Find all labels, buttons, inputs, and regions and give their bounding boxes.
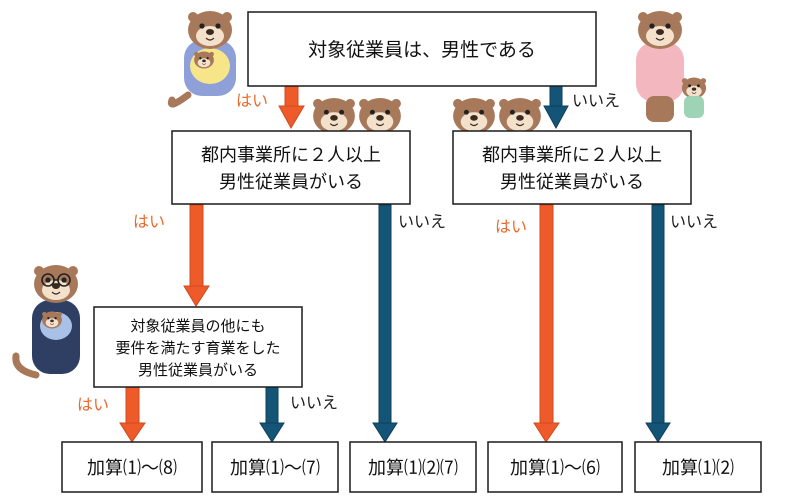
outcome-3-label: 加算⑴⑵⑺: [368, 458, 458, 479]
label-no-other: いいえ: [290, 393, 338, 412]
yes-arrow-root-to-left: [278, 85, 305, 130]
decision-right-check-line-1: 都内事業所に２人以上: [482, 145, 662, 166]
decision-other-check-line-1: 対象従業員の他にも: [130, 317, 265, 335]
outcome-2: 加算⑴〜⑺: [211, 441, 339, 493]
otter-mascot-mother-with-child-icon: [636, 10, 707, 122]
outcome-2-label: 加算⑴〜⑺: [230, 458, 320, 479]
no-arrow-right-to-outcome-5: [645, 204, 671, 443]
decision-root: 対象従業員は、男性である: [247, 11, 597, 87]
outcome-1-label: 加算⑴〜⑻: [87, 458, 177, 479]
otter-mascot-pair-icon: [312, 97, 402, 135]
outcome-5: 加算⑴⑵: [634, 441, 762, 493]
no-arrow-root-to-right: [543, 85, 569, 130]
otter-mascot-pair-icon: [452, 97, 542, 135]
yes-arrow-right-to-outcome-4: [533, 204, 560, 443]
decision-other-check-line-3: 男性従業員がいる: [138, 361, 258, 379]
outcome-5-label: 加算⑴⑵: [662, 458, 734, 479]
outcome-3: 加算⑴⑵⑺: [349, 441, 477, 493]
outcome-1: 加算⑴〜⑻: [61, 441, 203, 493]
no-arrow-other-to-outcome-2: [259, 386, 285, 443]
yes-arrow-other-to-outcome-1: [119, 386, 146, 443]
label-yes-other: はい: [77, 395, 109, 414]
label-no-left: いいえ: [398, 212, 446, 231]
label-no-root: いいえ: [572, 91, 620, 110]
outcome-4: 加算⑴〜⑹: [487, 441, 623, 493]
otter-mascot-with-glasses-icon: [12, 264, 80, 379]
label-yes-left: はい: [133, 212, 165, 231]
decision-left-check-line-2: 男性従業員がいる: [219, 172, 363, 193]
decision-other-check-line-2: 要件を満たす育業をした: [115, 339, 280, 357]
label-yes-root: はい: [236, 91, 268, 110]
otter-mascot-with-baby-carrier-icon: [167, 10, 236, 108]
outcome-4-label: 加算⑴〜⑹: [510, 458, 600, 479]
decision-right-check-line-2: 男性従業員がいる: [500, 172, 644, 193]
decision-left-check-line-1: 都内事業所に２人以上: [201, 145, 381, 166]
decision-other-check: 対象従業員の他にも 要件を満たす育業をした 男性従業員がいる: [93, 306, 303, 388]
decision-right-check: 都内事業所に２人以上 男性従業員がいる: [452, 130, 692, 205]
label-yes-right: はい: [495, 217, 527, 236]
decision-root-text: 対象従業員は、男性である: [308, 39, 536, 61]
no-arrow-left-to-outcome-3: [372, 204, 398, 443]
label-no-right: いいえ: [670, 212, 718, 231]
yes-arrow-left-to-other: [183, 204, 210, 307]
decision-left-check: 都内事業所に２人以上 男性従業員がいる: [171, 130, 411, 205]
